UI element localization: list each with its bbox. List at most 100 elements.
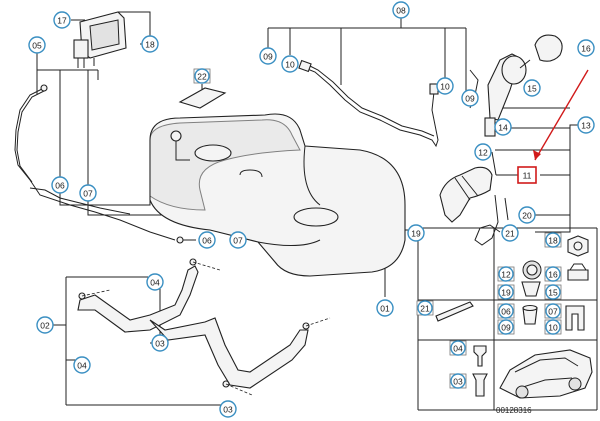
callout-text: 07	[83, 189, 93, 199]
callout-text: 12	[501, 270, 511, 280]
callout-13: 13	[577, 116, 595, 134]
callout-text: 09	[263, 52, 273, 62]
callout-bubble	[259, 47, 277, 65]
callout-text: 04	[77, 361, 87, 371]
vent-line	[298, 59, 439, 148]
callout-text: 01	[380, 304, 390, 314]
callout-bubble	[141, 35, 159, 53]
highlight-arrow-line	[534, 69, 589, 161]
callout-21: 21	[416, 300, 434, 316]
callout-08: 08	[392, 1, 410, 19]
callout-22: 22	[193, 68, 211, 84]
callout-07: 07	[544, 303, 562, 319]
callout-04: 04	[449, 340, 467, 356]
callout-text: 06	[55, 181, 65, 191]
callout-text: 16	[548, 270, 558, 280]
callout-bubble	[498, 266, 514, 282]
callout-bubble	[545, 232, 561, 248]
callout-text: 20	[522, 211, 532, 221]
callout-16: 16	[544, 266, 562, 282]
callout-text: 11	[523, 171, 532, 181]
callout-text: 10	[285, 60, 295, 70]
callout-text: 03	[453, 377, 463, 387]
fuel-tank	[149, 113, 406, 277]
callout-20: 20	[518, 206, 536, 224]
callout-10: 10	[281, 55, 299, 73]
highlight-arrow	[533, 69, 589, 161]
callout-10: 10	[544, 319, 562, 335]
callout-19: 19	[497, 284, 515, 300]
callout-text: 15	[527, 84, 537, 94]
callout-bubble	[73, 356, 91, 374]
fuel-level-sensor-wiring	[14, 84, 184, 244]
callout-bubble	[494, 118, 512, 136]
callout-text: 04	[150, 278, 160, 288]
callout-text: 17	[57, 16, 67, 26]
callout-15: 15	[523, 79, 541, 97]
callout-text: 10	[548, 323, 558, 333]
callout-text: 05	[32, 41, 42, 51]
callout-highlight-box	[517, 166, 537, 184]
callout-text: 07	[548, 307, 558, 317]
callout-17: 17	[53, 11, 71, 29]
callout-06: 06	[497, 303, 515, 319]
callout-text: 03	[223, 405, 233, 415]
callout-text: 04	[453, 344, 463, 354]
callout-bubble	[51, 176, 69, 194]
callout-text: 13	[581, 121, 591, 131]
callout-15: 15	[544, 284, 562, 300]
callout-bubble	[545, 266, 561, 282]
callout-bubble	[545, 303, 561, 319]
callout-text: 19	[411, 229, 421, 239]
filler-pipe-hose	[439, 166, 493, 223]
callout-02: 02	[36, 316, 54, 334]
callout-06: 06	[198, 231, 216, 249]
callout-bubble	[474, 143, 492, 161]
callout-bubble	[577, 116, 595, 134]
callout-text: 21	[420, 304, 430, 314]
callout-bubble	[219, 400, 237, 418]
callout-bubble	[198, 231, 216, 249]
callout-07: 07	[79, 184, 97, 202]
callout-14: 14	[494, 118, 512, 136]
callout-bubble	[281, 55, 299, 73]
callout-10: 10	[436, 77, 454, 95]
callout-bubble	[545, 284, 561, 300]
highlight-arrow-head	[533, 150, 541, 160]
callout-04: 04	[146, 273, 164, 291]
callout-bubble	[392, 1, 410, 19]
callout-09: 09	[259, 47, 277, 65]
callout-text: 06	[202, 236, 212, 246]
heat-shield-pad	[178, 87, 227, 109]
callout-bubble	[523, 79, 541, 97]
callout-06: 06	[51, 176, 69, 194]
callout-12: 12	[497, 266, 515, 282]
callout-bubble	[450, 340, 466, 356]
tank-straps	[77, 258, 331, 396]
callout-07: 07	[229, 231, 247, 249]
callout-bubble	[151, 334, 169, 352]
callout-bubble	[577, 39, 595, 57]
callout-bubble	[436, 77, 454, 95]
callout-text: 14	[498, 123, 508, 133]
callout-12: 12	[474, 143, 492, 161]
callout-text: 02	[40, 321, 50, 331]
vent-valve-hose	[474, 194, 509, 246]
callout-11: 11	[517, 166, 537, 184]
callout-labels: 17 18 08 05 09 10 10 09 16 15 22 14 13 12 11 06 07 20 19 21…	[28, 1, 595, 418]
callout-bubble	[146, 273, 164, 291]
callout-bubble	[376, 299, 394, 317]
callout-text: 09	[501, 323, 511, 333]
callout-bubble	[450, 373, 466, 389]
callout-bubble	[545, 319, 561, 335]
callout-18: 18	[544, 232, 562, 248]
callout-bubble	[498, 303, 514, 319]
callout-text: 03	[155, 339, 165, 349]
callout-text: 22	[197, 72, 207, 82]
callout-text: 21	[505, 229, 515, 239]
callout-bubble	[36, 316, 54, 334]
callout-text: 18	[145, 40, 155, 50]
callout-01: 01	[376, 299, 394, 317]
callout-bubble	[518, 206, 536, 224]
